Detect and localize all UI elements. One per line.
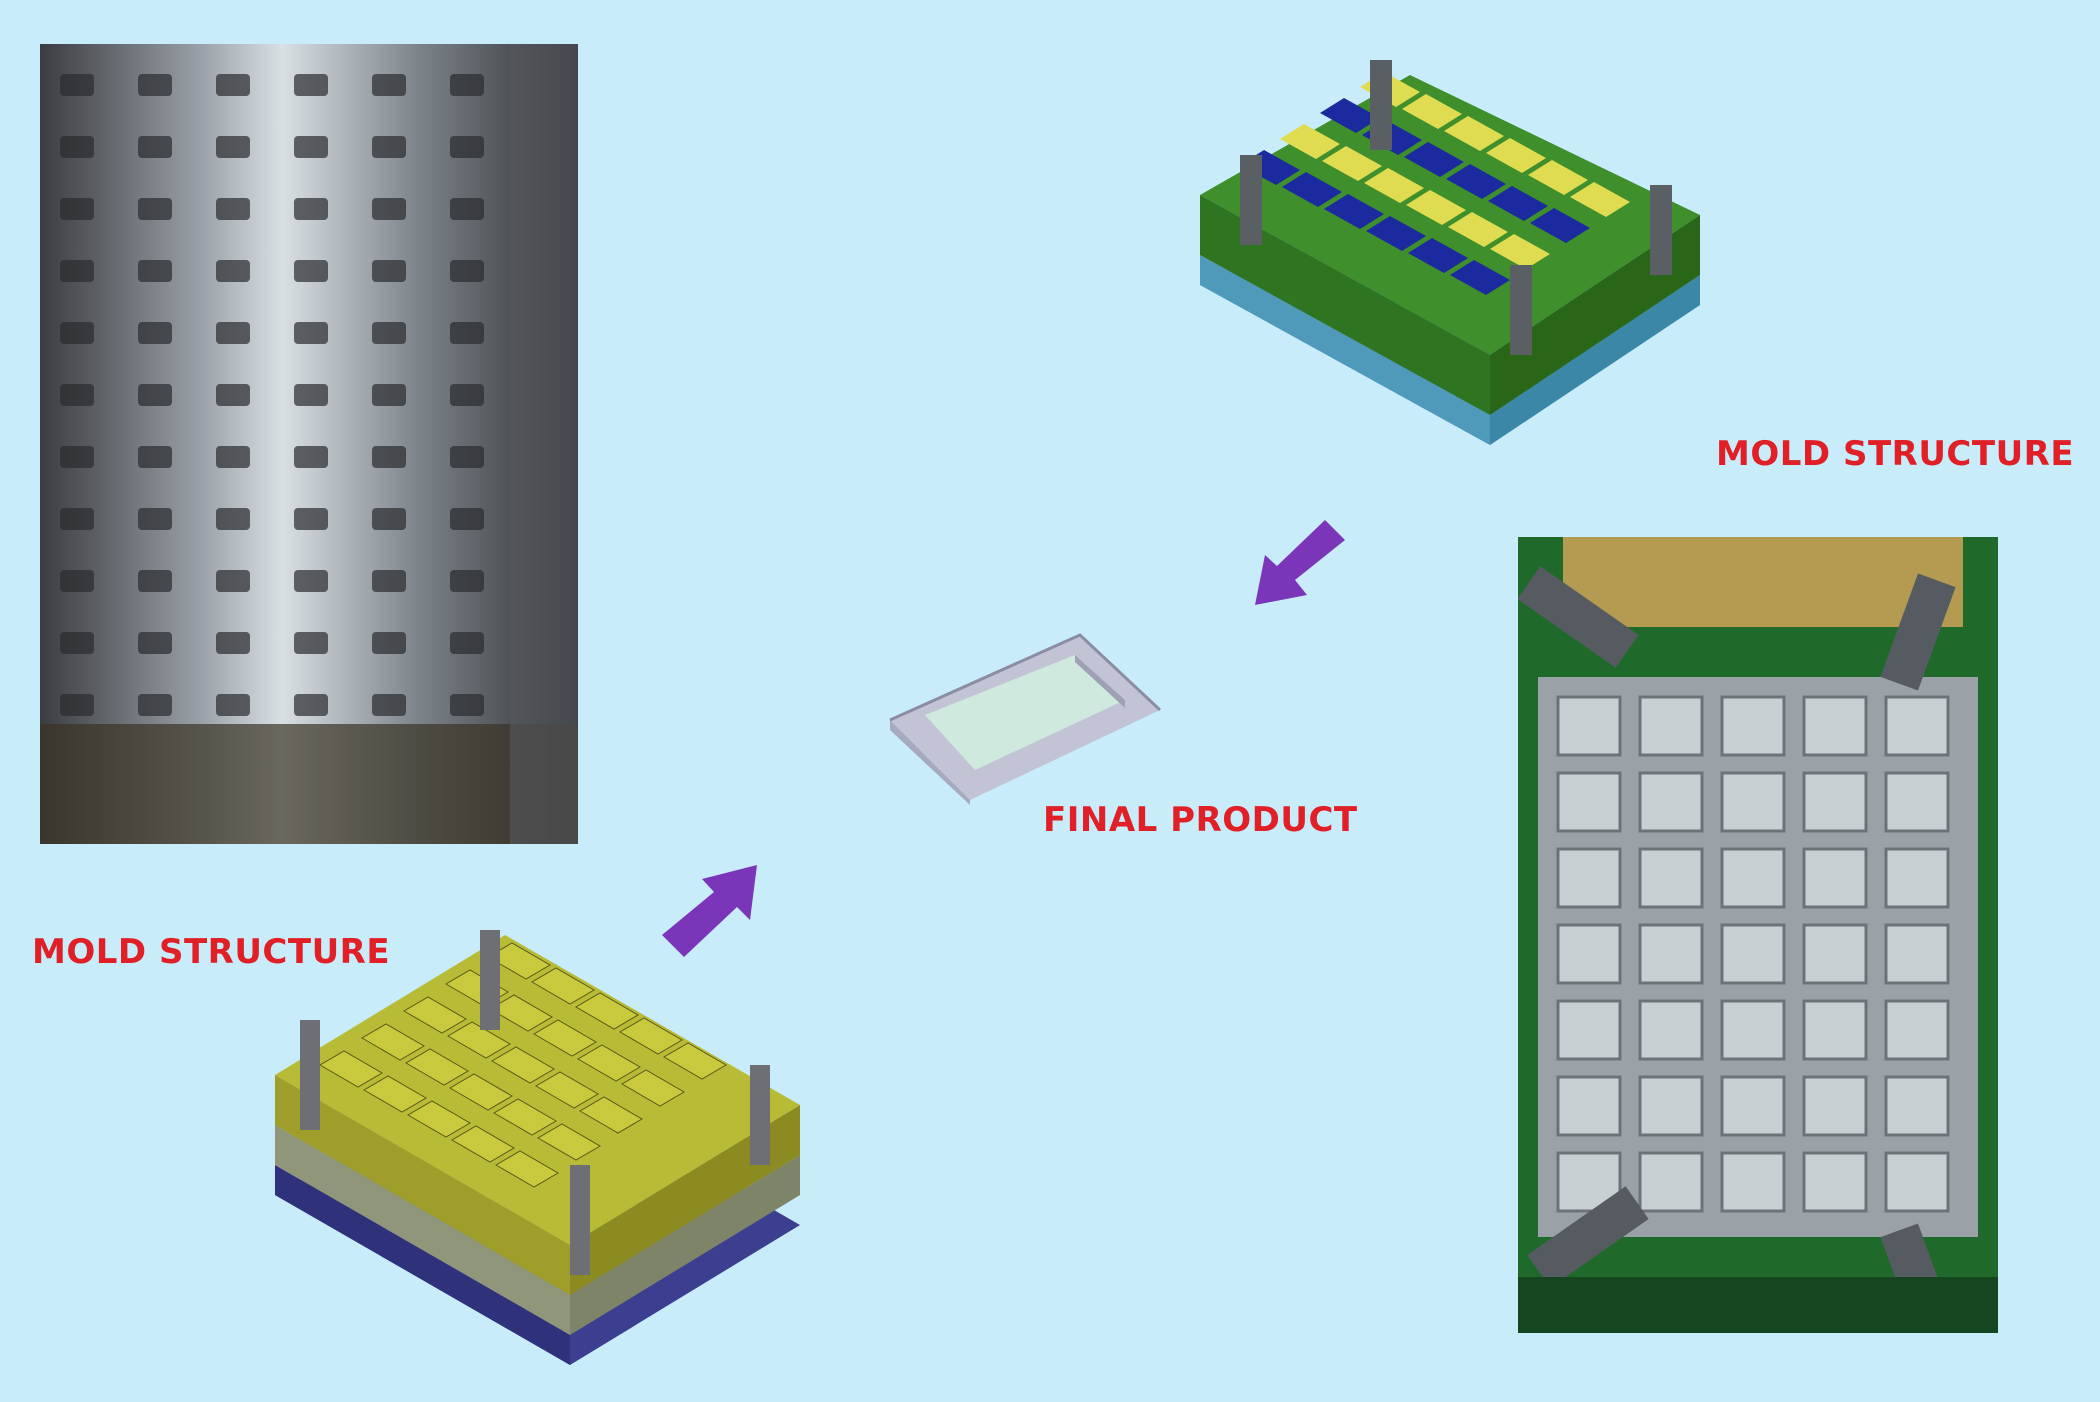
mold-cad-render-top [1180,55,1700,455]
mold-plate-photo [40,44,578,844]
mold-structure-label-right: MOLD STRUCTURE [1716,434,2075,474]
arrow-up-right-icon [662,865,757,957]
arrow-down-left-icon [1255,520,1345,605]
mold-structure-label-left: MOLD STRUCTURE [32,932,391,972]
mold-cad-render-bottom [250,925,810,1370]
mold-cavity-photo [1518,537,1998,1333]
final-product-label: FINAL PRODUCT [1043,800,1358,840]
final-product-render [885,600,1165,810]
